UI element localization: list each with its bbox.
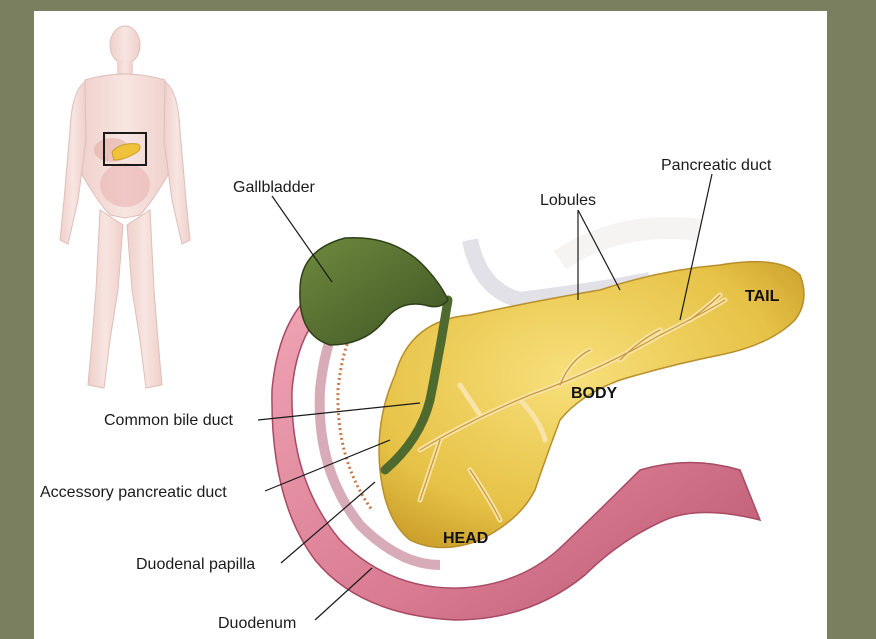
- tail-region-label: TAIL: [745, 288, 780, 305]
- duodenum-label: Duodenum: [218, 615, 296, 632]
- human-body-figure: [60, 26, 190, 388]
- common-bile-duct-label: Common bile duct: [104, 412, 234, 429]
- illustration-panel: Gallbladder Lobules Pancreatic duct Comm…: [34, 11, 827, 639]
- body-region-label: BODY: [571, 385, 618, 402]
- pancreatic-duct-label: Pancreatic duct: [661, 157, 772, 174]
- gallbladder-label: Gallbladder: [233, 179, 316, 196]
- pancreas-anatomy-diagram: Gallbladder Lobules Pancreatic duct Comm…: [34, 11, 827, 639]
- head-region-label: HEAD: [443, 530, 488, 547]
- duodenal-papilla-label: Duodenal papilla: [136, 556, 255, 573]
- gallbladder-leader: [272, 196, 332, 282]
- accessory-pancreatic-duct-label: Accessory pancreatic duct: [40, 484, 227, 501]
- lobules-label: Lobules: [540, 192, 596, 209]
